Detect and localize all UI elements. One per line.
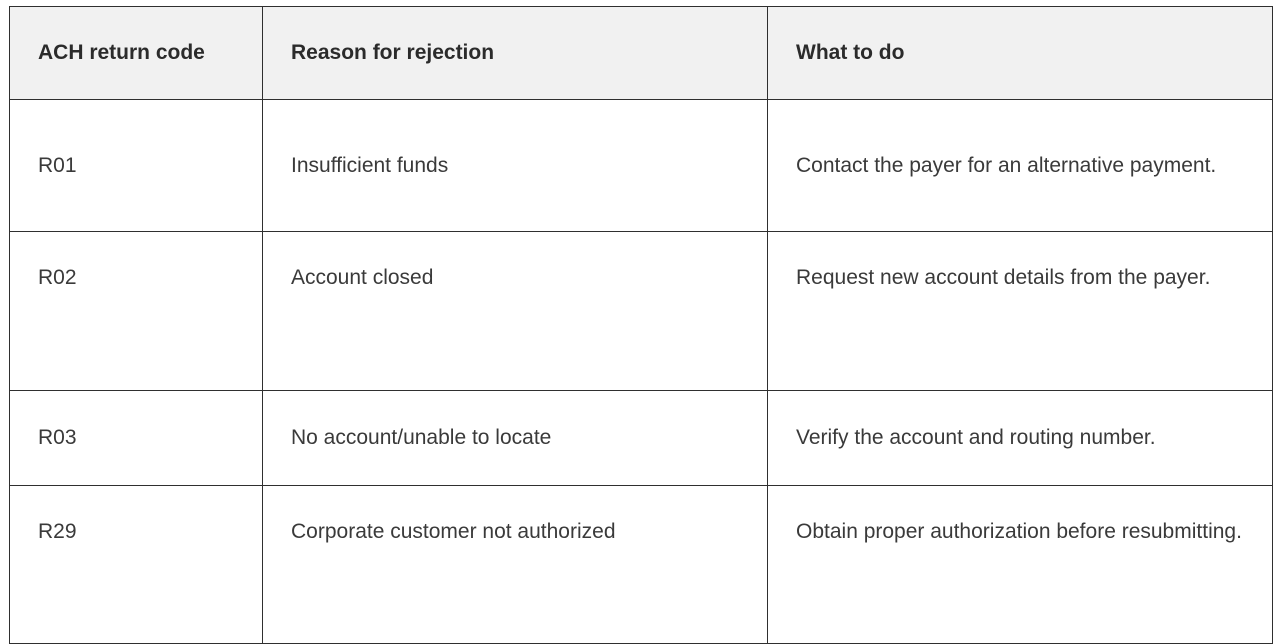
action-cell: Request new account details from the pay… bbox=[767, 231, 1273, 391]
table-header: ACH return code Reason for rejection Wha… bbox=[9, 6, 1273, 100]
table-row: R03 No account/unable to locate Verify t… bbox=[9, 390, 1273, 486]
header-ach-return-code: ACH return code bbox=[9, 6, 263, 100]
table-row: R02 Account closed Request new account d… bbox=[9, 231, 1273, 391]
reason-cell: Corporate customer not authorized bbox=[262, 485, 768, 644]
ach-return-codes-table: ACH return code Reason for rejection Wha… bbox=[9, 6, 1273, 644]
header-row: ACH return code Reason for rejection Wha… bbox=[9, 6, 1273, 100]
table-row: R29 Corporate customer not authorized Ob… bbox=[9, 485, 1273, 644]
code-cell: R02 bbox=[9, 231, 263, 391]
reason-cell: No account/unable to locate bbox=[262, 390, 768, 486]
code-cell: R29 bbox=[9, 485, 263, 644]
action-cell: Obtain proper authorization before resub… bbox=[767, 485, 1273, 644]
table-row: R01 Insufficient funds Contact the payer… bbox=[9, 99, 1273, 232]
table-body: R01 Insufficient funds Contact the payer… bbox=[9, 99, 1273, 644]
action-cell: Contact the payer for an alternative pay… bbox=[767, 99, 1273, 232]
reason-cell: Insufficient funds bbox=[262, 99, 768, 232]
header-reason-for-rejection: Reason for rejection bbox=[262, 6, 768, 100]
code-cell: R03 bbox=[9, 390, 263, 486]
code-cell: R01 bbox=[9, 99, 263, 232]
action-cell: Verify the account and routing number. bbox=[767, 390, 1273, 486]
reason-cell: Account closed bbox=[262, 231, 768, 391]
header-what-to-do: What to do bbox=[767, 6, 1273, 100]
